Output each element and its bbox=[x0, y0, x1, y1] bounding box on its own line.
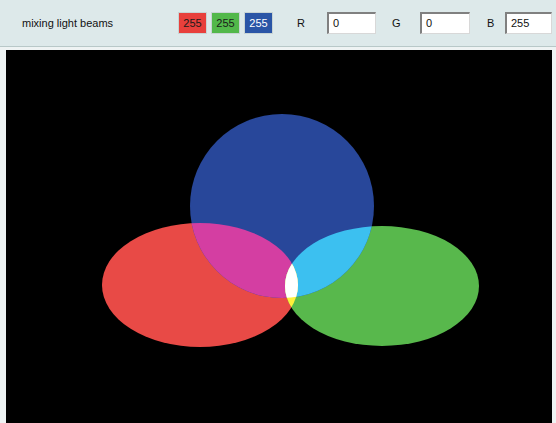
yellow-overlap bbox=[285, 226, 479, 346]
channel-label: R bbox=[297, 16, 305, 30]
green-input-field: 0 bbox=[420, 12, 470, 34]
channel-label: B bbox=[487, 16, 494, 30]
value-text: 255 bbox=[216, 17, 234, 29]
blue-beam bbox=[190, 114, 374, 298]
magenta-overlap bbox=[190, 114, 374, 298]
black-screen bbox=[6, 50, 552, 423]
red-input-field: 0 bbox=[327, 12, 376, 34]
green-value-swatch: 255 bbox=[211, 12, 240, 34]
red-value-swatch: 255 bbox=[178, 12, 207, 34]
cyan-overlap bbox=[190, 114, 374, 298]
channel-label: G bbox=[392, 16, 401, 30]
value-text: 255 bbox=[183, 17, 201, 29]
value-text: 0 bbox=[333, 17, 339, 29]
blue-input-field: 255 bbox=[505, 12, 552, 34]
app-title: mixing light beams bbox=[22, 16, 113, 30]
value-text: 255 bbox=[249, 17, 267, 29]
value-text: 0 bbox=[426, 17, 432, 29]
blue-value-swatch: 255 bbox=[244, 12, 273, 34]
white-overlap bbox=[285, 226, 479, 346]
value-text: 255 bbox=[511, 17, 529, 29]
